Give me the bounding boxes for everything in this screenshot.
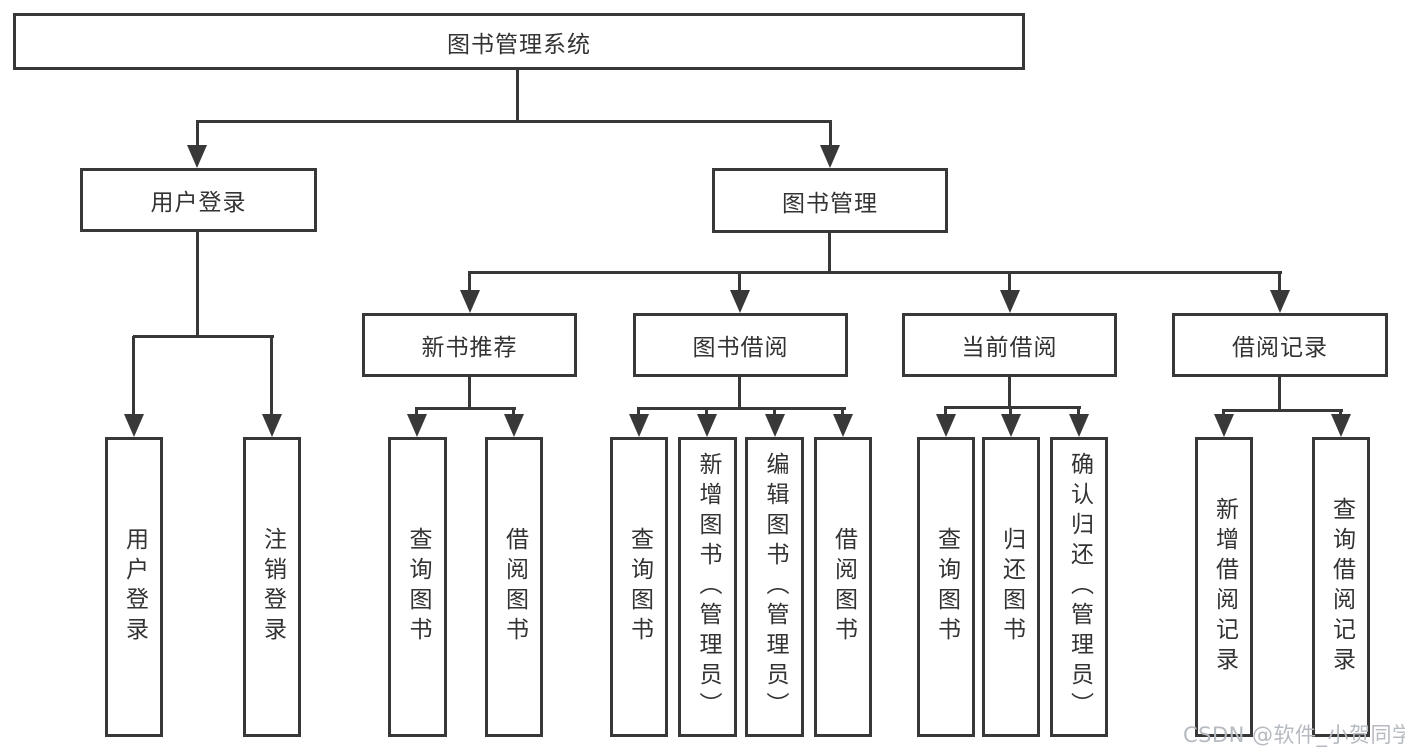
connector-vline xyxy=(1222,410,1225,416)
node-label: 图书管理系统 xyxy=(447,31,591,58)
connector-vline xyxy=(1077,407,1080,416)
arrow-down-icon xyxy=(407,414,427,437)
arrow-down-icon xyxy=(730,290,750,313)
leaf-label: 新增图书（管理员） xyxy=(695,452,721,722)
connector-hline xyxy=(1222,409,1343,412)
leaf-user-login: 用户登录 xyxy=(105,437,163,737)
connector-vline xyxy=(196,121,199,147)
leaf-search-books-borrowing: 查询图书 xyxy=(610,437,668,737)
connector-vline xyxy=(944,407,947,416)
connector-vline xyxy=(1278,377,1281,411)
connector-vline xyxy=(773,408,776,416)
node-label: 用户登录 xyxy=(150,190,247,216)
leaf-return-books: 归还图书 xyxy=(982,437,1040,737)
connector-vline xyxy=(132,336,135,415)
connector-vline xyxy=(1278,272,1281,292)
connector-vline xyxy=(828,233,831,273)
arrow-down-icon xyxy=(262,414,282,437)
leaf-label: 注销登录 xyxy=(259,527,286,647)
leaf-search-borrow-record: 查询借阅记录 xyxy=(1312,437,1370,737)
connector-hline xyxy=(637,407,846,410)
leaf-label: 查询图书 xyxy=(626,527,653,647)
connector-vline xyxy=(738,272,741,292)
csdn-watermark: CSDN @软件_小贺同学 xyxy=(1183,723,1405,747)
leaf-search-books-recommend: 查询图书 xyxy=(388,437,447,737)
arrow-down-icon xyxy=(1001,414,1021,437)
node-current-borrowing: 当前借阅 xyxy=(902,313,1117,377)
node-book-borrowing: 图书借阅 xyxy=(633,313,848,377)
connector-hline xyxy=(468,271,1282,274)
arrow-down-icon xyxy=(187,145,207,168)
connector-vline xyxy=(1009,407,1012,416)
node-label: 当前借阅 xyxy=(961,335,1058,361)
leaf-add-book-admin: 新增图书（管理员） xyxy=(678,437,737,737)
leaf-confirm-return-admin: 确认归还（管理员） xyxy=(1050,437,1108,737)
connector-vline xyxy=(738,377,741,409)
leaf-label: 归还图书 xyxy=(998,527,1025,647)
leaf-label: 新增借阅记录 xyxy=(1211,497,1238,677)
arrow-down-icon xyxy=(833,414,853,437)
arrow-down-icon xyxy=(1000,290,1020,313)
connector-vline xyxy=(415,408,418,416)
connector-vline xyxy=(1008,272,1011,292)
arrow-down-icon xyxy=(765,414,785,437)
arrow-down-icon xyxy=(1331,414,1351,437)
node-borrowing-records: 借阅记录 xyxy=(1172,313,1388,377)
leaf-label: 查询图书 xyxy=(933,527,960,647)
connector-vline xyxy=(196,232,199,338)
arrow-down-icon xyxy=(936,414,956,437)
leaf-label: 查询图书 xyxy=(405,527,431,647)
arrow-down-icon xyxy=(504,414,524,437)
leaf-label: 编辑图书（管理员） xyxy=(762,452,788,722)
leaf-label: 用户登录 xyxy=(121,527,148,647)
connector-hline xyxy=(133,335,274,338)
arrow-down-icon xyxy=(1069,414,1089,437)
arrow-down-icon xyxy=(1214,414,1234,437)
node-label: 图书借阅 xyxy=(692,335,789,361)
arrow-down-icon xyxy=(820,145,840,168)
connector-vline xyxy=(841,408,844,416)
node-library-management-system: 图书管理系统 xyxy=(13,13,1025,70)
node-label: 新书推荐 xyxy=(421,335,518,361)
node-new-book-recommendation: 新书推荐 xyxy=(362,313,577,377)
connector-vline xyxy=(270,336,273,415)
leaf-logout: 注销登录 xyxy=(243,437,301,737)
connector-vline xyxy=(516,68,519,122)
leaf-edit-book-admin: 编辑图书（管理员） xyxy=(745,437,804,737)
connector-hline xyxy=(944,406,1081,409)
arrow-down-icon xyxy=(629,414,649,437)
leaf-borrow-books-recommend: 借阅图书 xyxy=(485,437,543,737)
leaf-label: 借阅图书 xyxy=(830,527,857,647)
node-label: 借阅记录 xyxy=(1232,335,1328,361)
connector-vline xyxy=(637,408,640,416)
connector-hline xyxy=(415,407,516,410)
leaf-search-books-current: 查询图书 xyxy=(917,437,975,737)
arrow-down-icon xyxy=(124,414,144,437)
connector-vline xyxy=(1008,377,1011,408)
node-book-management: 图书管理 xyxy=(712,168,948,233)
leaf-add-borrow-record: 新增借阅记录 xyxy=(1195,437,1253,737)
connector-vline xyxy=(705,408,708,416)
arrow-down-icon xyxy=(460,290,480,313)
connector-vline xyxy=(468,377,471,409)
leaf-label: 查询借阅记录 xyxy=(1328,497,1355,677)
connector-vline xyxy=(468,272,471,292)
connector-vline xyxy=(512,408,515,416)
arrow-down-icon xyxy=(697,414,717,437)
connector-vline xyxy=(1339,410,1342,416)
connector-hline xyxy=(196,120,832,123)
node-label: 图书管理 xyxy=(782,190,878,217)
arrow-down-icon xyxy=(1270,290,1290,313)
leaf-label: 借阅图书 xyxy=(501,527,528,647)
leaf-borrow-books: 借阅图书 xyxy=(814,437,872,737)
node-user-login: 用户登录 xyxy=(80,168,317,232)
connector-vline xyxy=(829,121,832,147)
leaf-label: 确认归还（管理员） xyxy=(1066,452,1093,722)
